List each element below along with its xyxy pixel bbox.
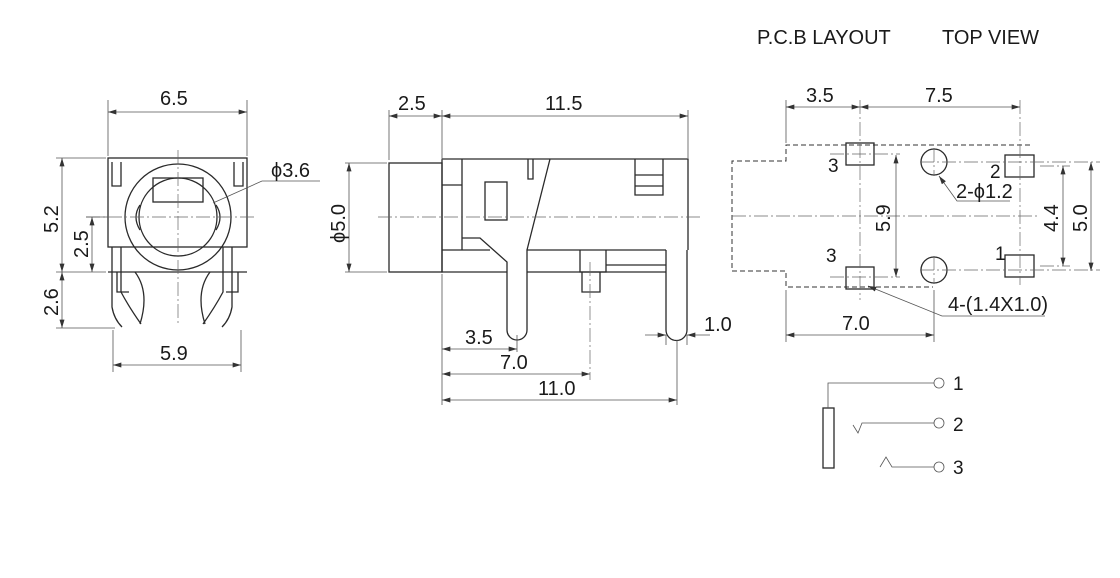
dim-nose-diameter: ϕ5.0 [328, 204, 350, 243]
terminal-label: 2 [953, 415, 964, 436]
dim-nose-length: 2.5 [398, 93, 426, 115]
dim-center-height: 2.5 [71, 230, 93, 258]
pad-label: 1 [995, 244, 1006, 265]
dim-pin-c: 11.0 [538, 378, 575, 400]
dim-pad-spacing: 7.5 [925, 85, 953, 107]
pad-label: 2 [990, 162, 1001, 183]
terminal-label: 1 [953, 374, 964, 395]
pad-note: 4-(1.4X1.0) [948, 294, 1048, 316]
pcb-layout: 3 3 2 1 3.5 7.5 5.9 4.4 5.0 7.0 2-ϕ1.2 4… [731, 85, 1100, 342]
dim-hole-spacing: 4.4 [1041, 204, 1063, 232]
dim-pin-a: 3.5 [465, 327, 493, 349]
terminal-label: 3 [953, 458, 964, 479]
dim-bore-diameter: ϕ3.6 [271, 160, 310, 182]
terminal-circle [933, 417, 945, 429]
pad [1004, 154, 1035, 178]
dim-width: 6.5 [160, 88, 188, 110]
top-view-title: TOP VIEW [942, 27, 1039, 49]
pad [1004, 254, 1035, 278]
terminal-circle [933, 377, 945, 389]
pad-label: 3 [826, 246, 837, 267]
dim-pin-b: 7.0 [500, 352, 528, 374]
dim-offset: 3.5 [806, 85, 834, 107]
dim-hole-offset: 7.0 [842, 313, 870, 335]
front-view: 6.5 5.2 2.5 2.6 5.9 ϕ3.6 [41, 88, 320, 372]
schematic: 1 2 3 [822, 374, 964, 479]
dim-pin-span: 5.9 [160, 343, 188, 365]
pcb-layout-title: P.C.B LAYOUT [757, 27, 891, 49]
dim-pad-outer: 5.0 [1070, 204, 1092, 232]
dim-pad3-spacing: 5.9 [873, 204, 895, 232]
dim-height: 5.2 [41, 205, 63, 233]
dim-pin-width: 1.0 [704, 314, 732, 336]
dim-body-length: 11.5 [545, 93, 582, 115]
side-view: 2.5 11.5 ϕ5.0 3.5 7.0 11.0 1.0 [328, 93, 732, 405]
pad-label: 3 [828, 156, 839, 177]
dim-pin-length: 2.6 [41, 288, 63, 316]
hole-note: 2-ϕ1.2 [956, 181, 1013, 203]
terminal-circle [933, 461, 945, 473]
